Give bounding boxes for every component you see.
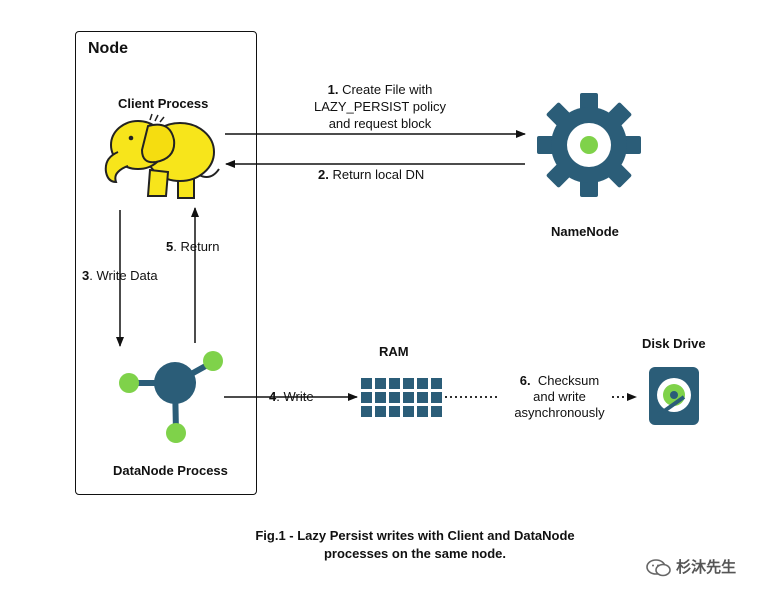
- step-5-text: . Return: [173, 239, 220, 254]
- ram-label: RAM: [379, 344, 409, 359]
- datanode-process-label: DataNode Process: [113, 463, 228, 478]
- disk-drive-label: Disk Drive: [642, 336, 706, 351]
- node-title: Node: [88, 40, 128, 57]
- datanode-hub-icon: [119, 351, 223, 443]
- step-2-number: 2.: [318, 167, 329, 182]
- disk-drive-icon: [649, 367, 699, 425]
- step-1-label: 1. Create File with LAZY_PERSIST policy …: [300, 81, 460, 132]
- step-2-label: 2. Return local DN: [318, 167, 424, 182]
- hadoop-elephant-icon: [104, 113, 220, 199]
- caption-line2: processes on the same node.: [323, 546, 507, 561]
- node-container: [75, 31, 257, 495]
- client-process-label: Client Process: [118, 96, 209, 111]
- step-6-line2: and write: [533, 389, 586, 404]
- caption-line1: Fig.1 - Lazy Persist writes with Client …: [255, 528, 575, 543]
- step-1-line3: and request block: [328, 116, 432, 131]
- gear-icon: [537, 93, 641, 197]
- step-6-line1: Checksum: [537, 373, 600, 388]
- namenode-label: NameNode: [551, 224, 619, 239]
- step-1-number: 1.: [327, 82, 339, 97]
- step-3-label: 3. Write Data: [82, 268, 158, 283]
- ram-grid-icon: [361, 378, 442, 417]
- watermark-text: 杉沐先生: [676, 559, 737, 576]
- step-2-text: Return local DN: [332, 167, 425, 182]
- wechat-icon: [646, 559, 671, 577]
- watermark: 杉沐先生: [646, 556, 736, 578]
- step-6-number: 6.: [519, 373, 531, 388]
- step-5-label: 5. Return: [166, 239, 219, 254]
- step-1-line2: LAZY_PERSIST policy: [314, 99, 446, 114]
- figure-caption: Fig.1 - Lazy Persist writes with Client …: [180, 527, 650, 563]
- step-1-line1: Create File with: [342, 82, 433, 97]
- step-6-line3: asynchronously: [514, 405, 605, 420]
- step-3-number: 3: [82, 268, 90, 283]
- step-5-number: 5: [166, 239, 174, 254]
- step-6-label: 6. Checksum and write asynchronously: [497, 373, 622, 421]
- step-3-text: . Write Data: [89, 268, 158, 283]
